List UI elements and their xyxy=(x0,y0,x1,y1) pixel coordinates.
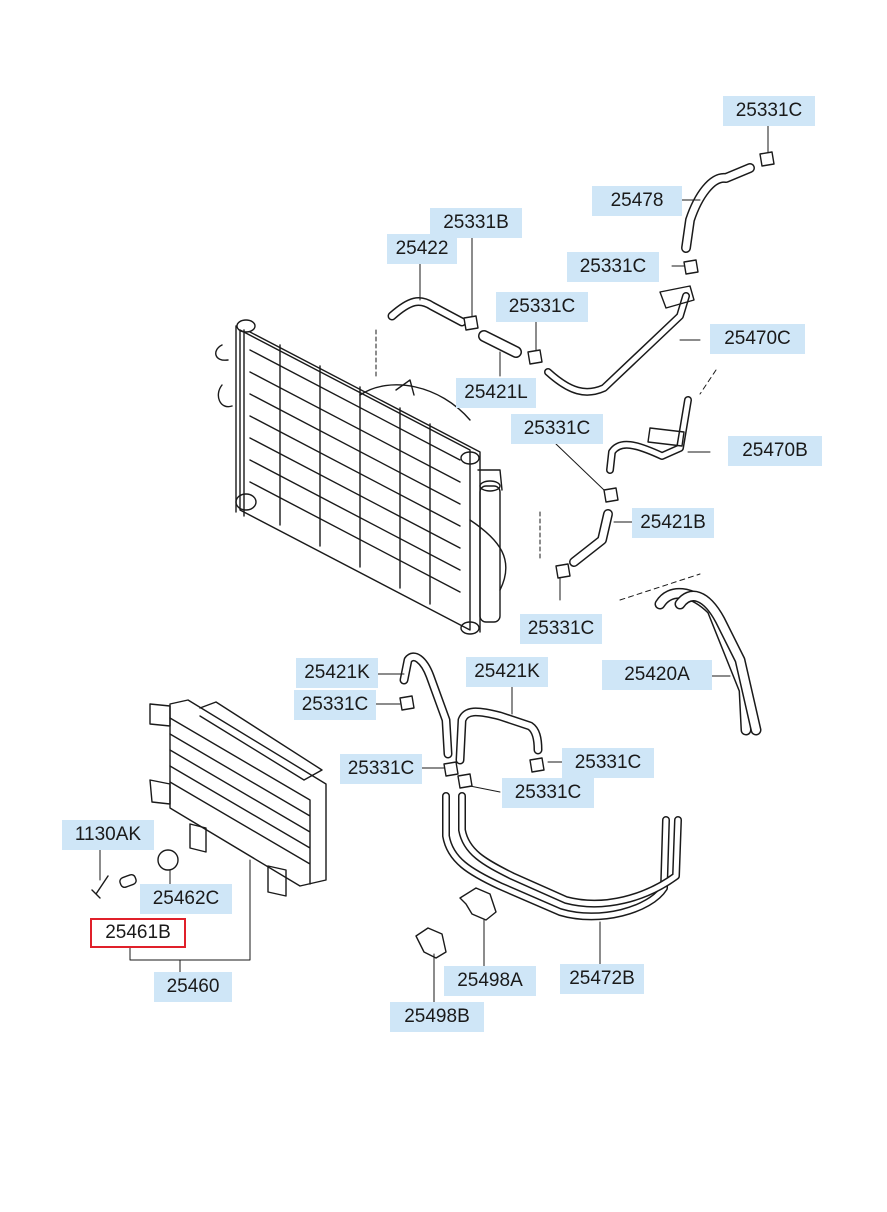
part-label[interactable]: 25421L xyxy=(456,378,536,408)
part-label[interactable]: 25331C xyxy=(340,754,422,784)
clamp-icons xyxy=(399,151,775,789)
part-label[interactable]: 25478 xyxy=(592,186,682,216)
part-label[interactable]: 25331C xyxy=(496,292,588,322)
part-label[interactable]: 25331C xyxy=(520,614,602,644)
part-label[interactable]: 25331C xyxy=(567,252,659,282)
part-label[interactable]: 25331C xyxy=(723,96,815,126)
oil-cooler xyxy=(149,699,327,897)
part-label[interactable]: 25470C xyxy=(710,324,805,354)
part-label[interactable]: 25331C xyxy=(511,414,603,444)
part-label[interactable]: 25498A xyxy=(444,966,536,996)
bolt-1130ak xyxy=(91,875,109,899)
sleeve-25461b xyxy=(119,873,137,889)
hose-25421k-mid xyxy=(455,707,543,765)
part-label[interactable]: 25331B xyxy=(430,208,522,238)
part-label[interactable]: 25331C xyxy=(502,778,594,808)
part-label[interactable]: 25421K xyxy=(466,657,548,687)
bracket-25498a xyxy=(459,887,497,921)
part-label[interactable]: 25421B xyxy=(632,508,714,538)
part-label[interactable]: 25331C xyxy=(562,748,654,778)
part-label[interactable]: 25421K xyxy=(296,658,378,688)
part-label[interactable]: 25422 xyxy=(387,234,457,264)
part-label[interactable]: 25470B xyxy=(728,436,822,466)
part-label-selected[interactable]: 25461B xyxy=(90,918,186,948)
radiator-condenser xyxy=(215,319,507,635)
part-label[interactable]: 25498B xyxy=(390,1002,484,1032)
part-label[interactable]: 25460 xyxy=(154,972,232,1002)
part-label[interactable]: 1130AK xyxy=(62,820,154,850)
washer-25462c xyxy=(157,849,179,871)
part-label[interactable]: 25331C xyxy=(294,690,376,720)
part-label[interactable]: 25472B xyxy=(560,964,644,994)
part-label[interactable]: 25462C xyxy=(140,884,232,914)
part-label[interactable]: 25420A xyxy=(602,660,712,690)
leader-lines xyxy=(99,123,769,1005)
